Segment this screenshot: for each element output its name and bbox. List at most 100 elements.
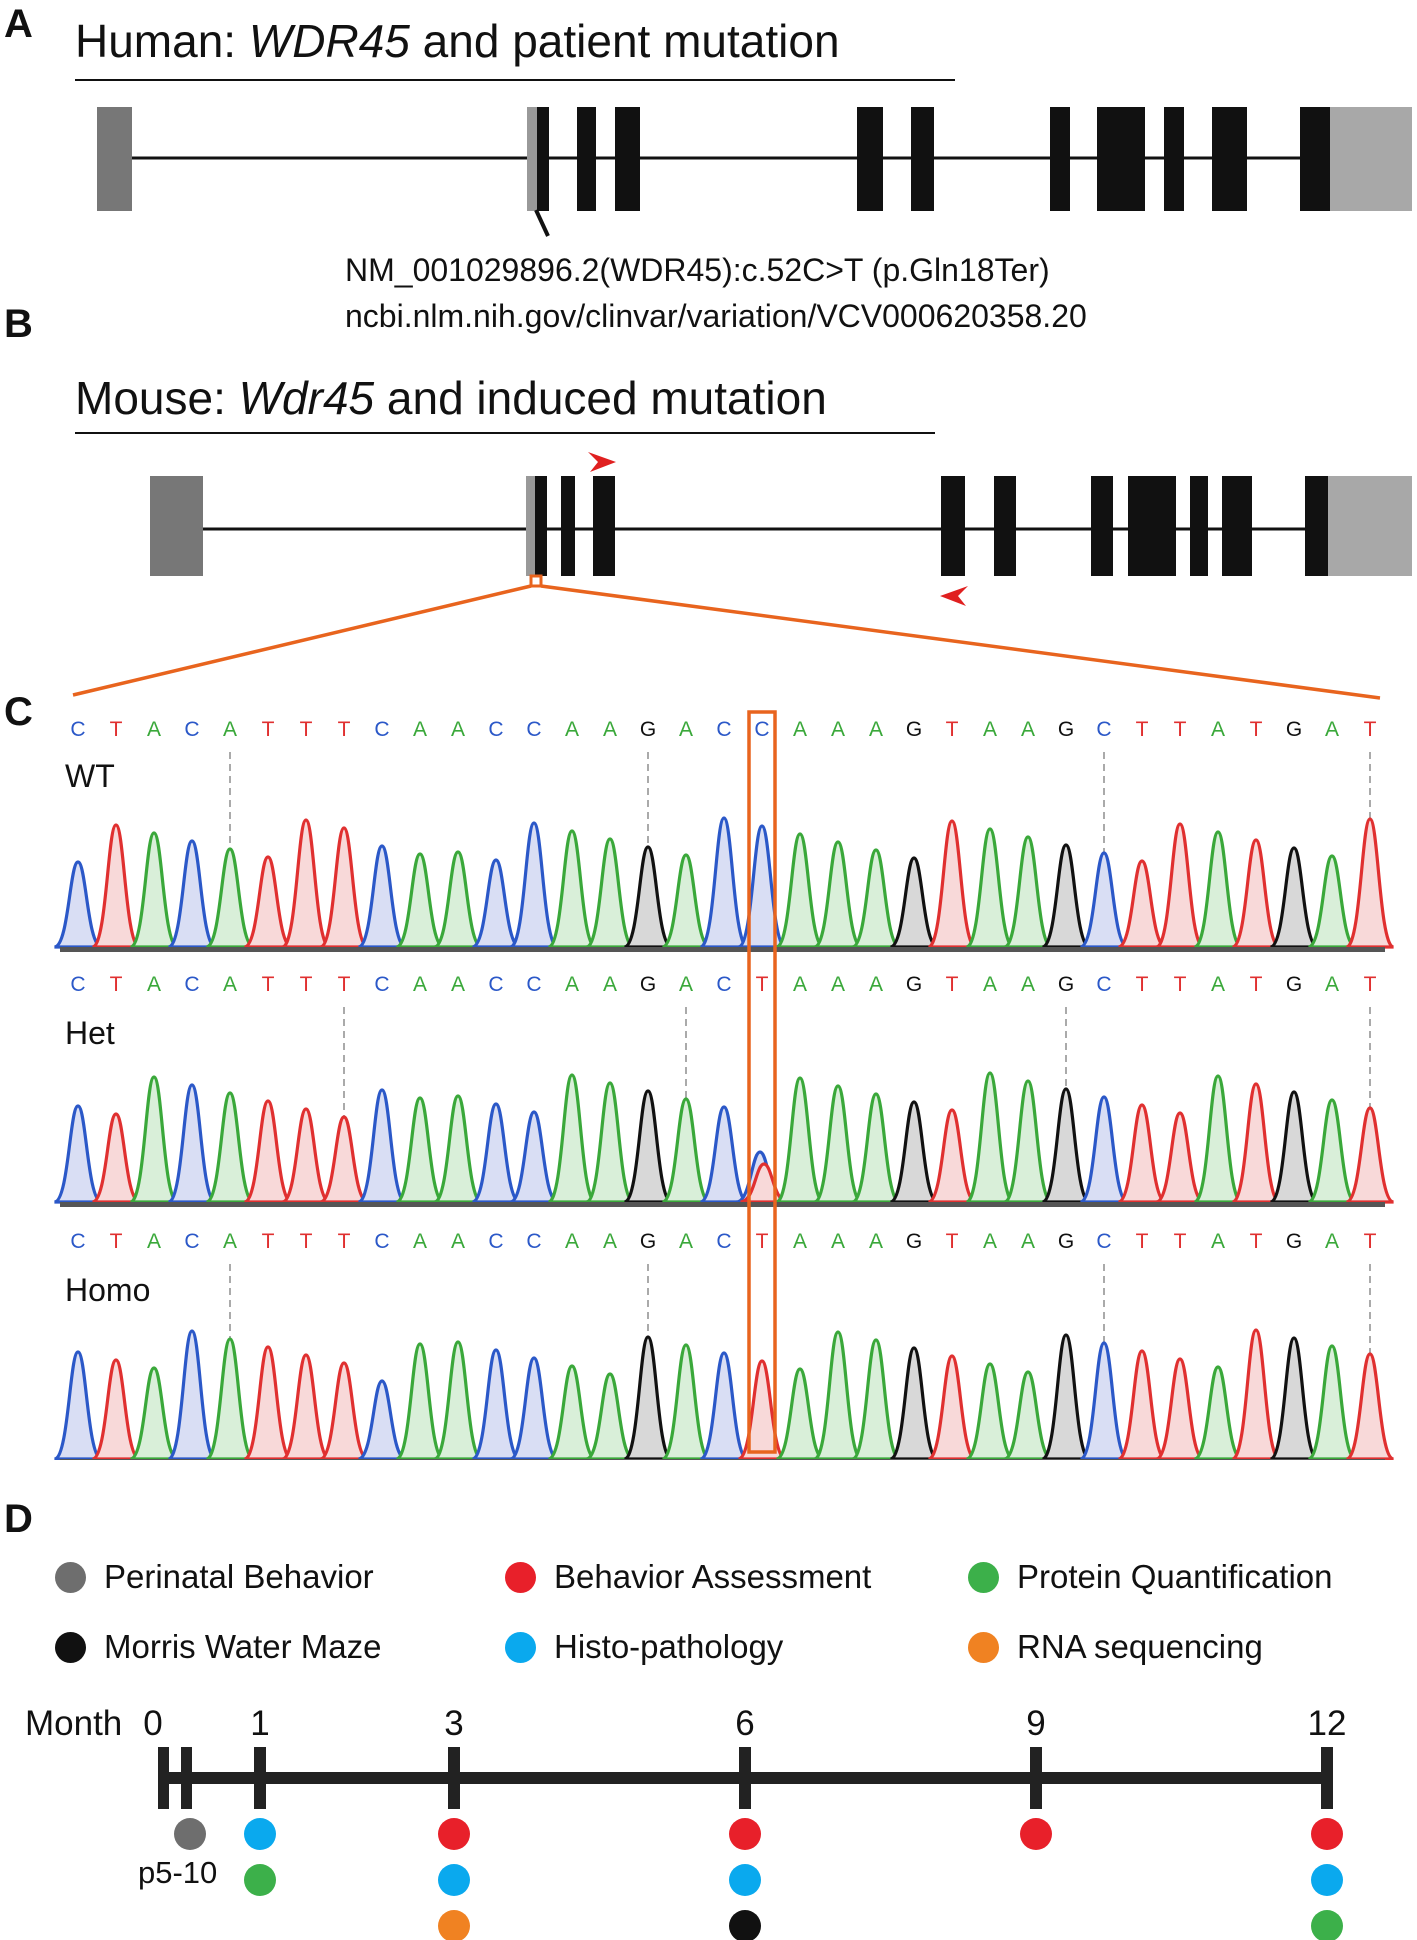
legend-item: Protein Quantification <box>968 1558 1333 1596</box>
legend-label: Behavior Assessment <box>554 1558 872 1595</box>
trace-peak <box>205 1091 255 1204</box>
timeline-tick <box>254 1747 266 1809</box>
mouse-exon <box>593 476 615 576</box>
legend-label: RNA sequencing <box>1017 1628 1263 1665</box>
trace-peak <box>1041 1087 1091 1204</box>
trace-peak <box>965 1071 1015 1204</box>
legend-item: Morris Water Maze <box>55 1628 381 1666</box>
timeline-tick <box>158 1747 169 1809</box>
trace-peak <box>661 1343 711 1460</box>
sequence-base: A <box>679 1230 693 1253</box>
panel-a-title-prefix: Human: <box>75 15 249 67</box>
trace-peak <box>1345 1106 1395 1204</box>
sequence-base: A <box>1021 1230 1035 1253</box>
sequence-base: G <box>640 973 656 996</box>
legend-label: Protein Quantification <box>1017 1558 1333 1595</box>
sequence-base: A <box>983 718 997 741</box>
trace-peak <box>243 1099 293 1204</box>
sequence-base: A <box>1021 718 1035 741</box>
sequence-base: C <box>526 973 541 996</box>
sequence-base: A <box>793 1230 807 1253</box>
sequence-base: A <box>1211 1230 1225 1253</box>
sequence-base: C <box>526 1230 541 1253</box>
mutation-highlight-box <box>747 710 777 1454</box>
mouse-exon <box>994 476 1016 576</box>
trace-peak <box>1155 1357 1205 1460</box>
sequence-base: T <box>946 718 959 741</box>
sequence-base: T <box>1364 718 1377 741</box>
trace-peak <box>1269 1336 1319 1460</box>
sequence-base: G <box>1058 973 1074 996</box>
forward-primer-arrow <box>588 452 616 472</box>
sequence-base: T <box>1250 973 1263 996</box>
track-label-wt: WT <box>65 758 115 794</box>
sequence-base: T <box>1250 1230 1263 1253</box>
sequence-base: A <box>603 973 617 996</box>
panel-d-letter: D <box>4 1497 33 1541</box>
sequence-base: A <box>147 1230 161 1253</box>
trace-peak <box>243 855 293 949</box>
timeline-month-label: 0 <box>143 1704 162 1743</box>
trace-peak <box>281 1353 331 1460</box>
trace-peak <box>167 1329 217 1460</box>
sequence-base: A <box>451 718 465 741</box>
sequence-base: C <box>716 1230 731 1253</box>
timeline-month-label: 1 <box>250 1704 269 1743</box>
assay-dot <box>729 1818 761 1850</box>
trace-peak <box>1345 1352 1395 1460</box>
sequence-base: A <box>793 718 807 741</box>
assay-dot <box>438 1818 470 1850</box>
sequence-base: A <box>831 973 845 996</box>
trace-peak <box>1307 854 1357 949</box>
trace-peak <box>1117 859 1167 949</box>
trace-peak <box>205 847 255 949</box>
legend-swatch <box>505 1561 536 1593</box>
sequence-base: A <box>603 718 617 741</box>
human-exon <box>1300 107 1330 211</box>
human-utr-5 <box>97 107 132 211</box>
sequence-base: C <box>374 973 389 996</box>
mouse-exon <box>535 476 547 576</box>
sequence-base: T <box>1136 1230 1149 1253</box>
trace-peak <box>91 1358 141 1460</box>
trace-peak <box>699 1351 749 1460</box>
assay-dot <box>244 1818 276 1850</box>
sequence-base: A <box>413 973 427 996</box>
trace-peak <box>1155 1111 1205 1204</box>
sequence-base: A <box>1021 973 1035 996</box>
assay-dot <box>174 1818 206 1850</box>
trace-peak <box>509 1356 559 1460</box>
sequence-base: A <box>869 1230 883 1253</box>
legend-swatch <box>968 1561 999 1593</box>
trace-peak <box>1193 1365 1243 1460</box>
trace-baseline <box>60 1202 1385 1207</box>
trace-peak <box>91 1112 141 1204</box>
trace-peak <box>775 832 825 949</box>
sequence-base: T <box>338 718 351 741</box>
timeline-month-label: 9 <box>1026 1704 1045 1743</box>
mutation-pointer-line <box>534 209 550 237</box>
trace-peak <box>319 1115 369 1204</box>
timeline-month-label: 12 <box>1308 1704 1347 1743</box>
legend-swatch <box>55 1561 86 1593</box>
trace-peak <box>91 823 141 949</box>
trace-peak <box>585 1081 635 1204</box>
human-exon <box>1050 107 1070 211</box>
sequence-base: T <box>756 973 769 996</box>
trace-peak <box>1269 846 1319 949</box>
trace-peak <box>129 1075 179 1204</box>
trace-peak <box>129 831 179 949</box>
trace-peak <box>775 1367 825 1460</box>
trace-peak <box>699 816 749 949</box>
assay-dot <box>1311 1818 1343 1850</box>
timeline-axis-label: Month <box>25 1704 122 1743</box>
trace-peak <box>623 845 673 949</box>
trace-peak <box>319 826 369 949</box>
trace-peak <box>965 1362 1015 1460</box>
mutation-description: NM_001029896.2(WDR45):c.52C>T (p.Gln18Te… <box>345 250 1087 336</box>
trace-peak <box>1231 1328 1281 1460</box>
trace-peak <box>167 1083 217 1204</box>
sequence-base: A <box>869 973 883 996</box>
trace-peak <box>1193 1074 1243 1204</box>
legend-item: RNA sequencing <box>968 1628 1263 1666</box>
